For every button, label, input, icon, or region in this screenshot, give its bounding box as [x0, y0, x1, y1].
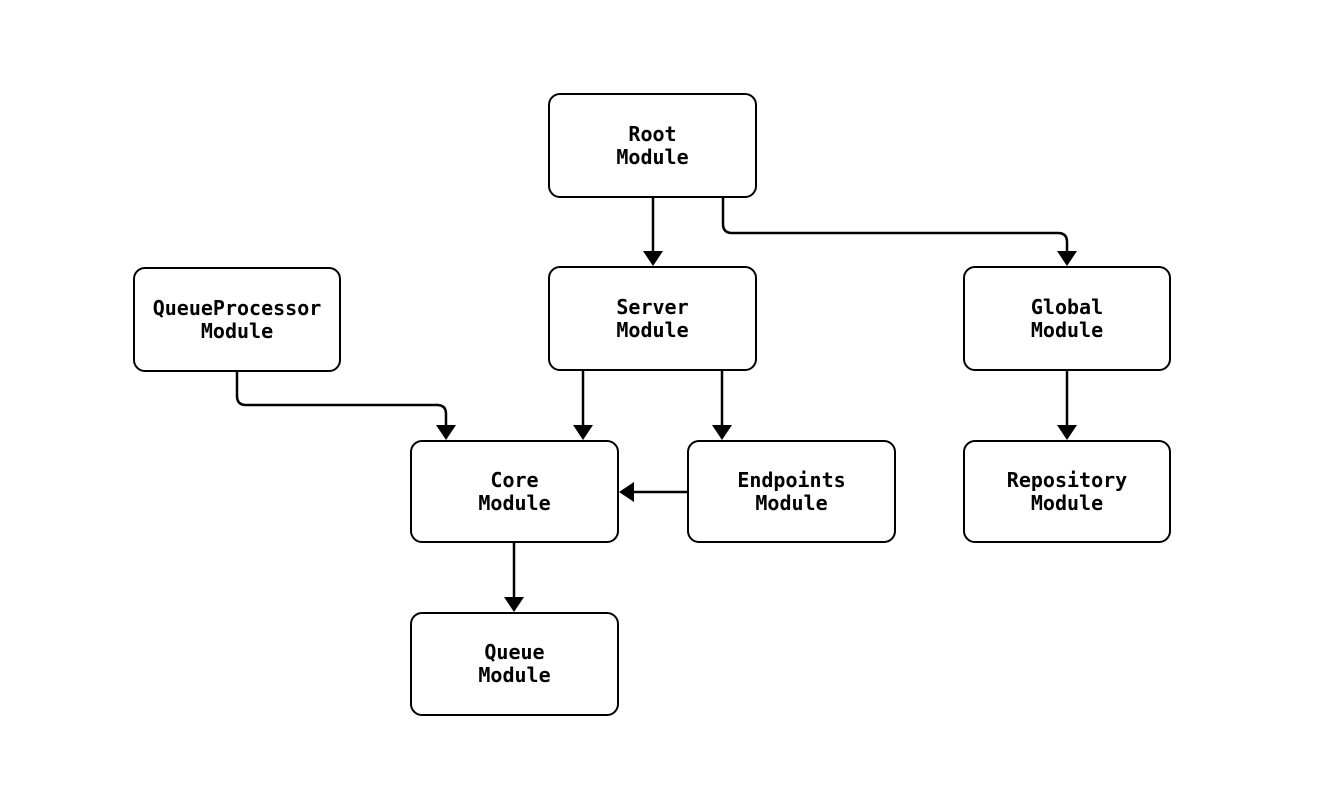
arrowhead-endpoints-to-core — [619, 482, 634, 502]
arrowhead-queueprocessor-to-core — [436, 425, 456, 440]
arrowhead-root-to-server — [643, 251, 663, 266]
node-root-module: Root Module — [548, 93, 757, 198]
node-server-module: Server Module — [548, 266, 757, 371]
node-global-module-label: Global Module — [1030, 294, 1104, 342]
node-repository-module: Repository Module — [963, 440, 1171, 543]
arrowhead-server-to-endpoints — [712, 425, 732, 440]
node-server-module-label: Server Module — [616, 294, 689, 342]
node-root-module-label: Root Module — [616, 121, 689, 169]
node-core-module: Core Module — [410, 440, 619, 543]
node-queue-module-label: Queue Module — [478, 640, 551, 687]
arrowhead-server-to-core — [573, 425, 593, 440]
node-repository-module-label: Repository Module — [1006, 467, 1128, 515]
node-core-module-label: Core Module — [478, 467, 551, 515]
edge-root-to-global — [721, 198, 1069, 253]
node-queue-module: Queue Module — [410, 612, 619, 716]
arrowhead-core-to-queue — [504, 597, 524, 612]
node-global-module: Global Module — [963, 266, 1171, 371]
node-queueprocessor-module-label: QueueProcessor Module — [152, 295, 322, 343]
edge-queueprocessor-to-core — [235, 372, 448, 427]
node-endpoints-module: Endpoints Module — [687, 440, 896, 543]
node-queueprocessor-module: QueueProcessor Module — [133, 267, 341, 372]
node-endpoints-module-label: Endpoints Module — [737, 467, 846, 515]
arrowhead-root-to-global — [1057, 251, 1077, 266]
arrowhead-global-to-repository — [1057, 425, 1077, 440]
